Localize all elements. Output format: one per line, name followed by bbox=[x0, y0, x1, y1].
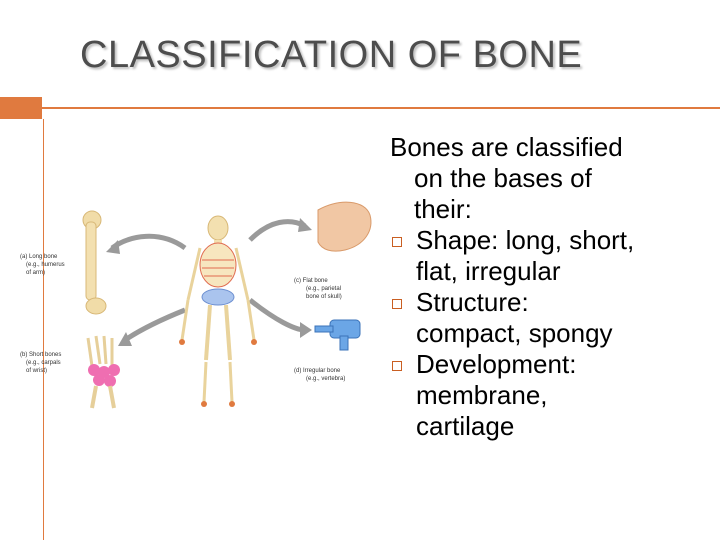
label-short-example1: (e.g., carpals bbox=[26, 360, 61, 366]
flat-bone-icon bbox=[317, 201, 372, 252]
skeleton-icon bbox=[179, 215, 257, 407]
bullet-structure: Structure: compact, spongy bbox=[390, 287, 710, 349]
intro-line-3: their: bbox=[414, 194, 472, 224]
label-long-bone: (a) Long bone bbox=[20, 254, 58, 260]
bullet-term-development: Development: bbox=[416, 349, 577, 379]
title-accent-block bbox=[0, 97, 42, 119]
arrow-head-irregular bbox=[300, 322, 312, 338]
long-bone-icon bbox=[82, 210, 107, 315]
arrow-head-long bbox=[106, 240, 120, 254]
arrow-to-flat-bone bbox=[248, 219, 307, 242]
arrow-to-long-bone bbox=[110, 233, 187, 251]
short-bones-icon bbox=[86, 335, 120, 409]
intro-text: Bones are classified on the bases of the… bbox=[390, 132, 710, 225]
bullet-rest-shape-1: long, short, bbox=[498, 225, 635, 255]
intro-line-2: on the bases of bbox=[414, 163, 592, 193]
bullet-term-shape: Shape: bbox=[416, 225, 499, 255]
label-flat-example1: (e.g., parietal bbox=[306, 286, 341, 292]
arrow-to-short-bone bbox=[123, 307, 186, 343]
bullet-development: Development: membrane, cartilage bbox=[390, 349, 710, 442]
label-short-example2: of wrist) bbox=[26, 368, 47, 374]
label-short-bones: (b) Short bones bbox=[20, 352, 61, 358]
bullet-list: Bones are classified on the bases of the… bbox=[390, 132, 710, 442]
label-long-example2: of arm) bbox=[26, 270, 45, 276]
intro-line-1: Bones are classified bbox=[390, 132, 623, 162]
label-flat-bone: (c) Flat bone bbox=[294, 278, 328, 284]
hollow-square-icon bbox=[392, 237, 402, 247]
bullet-rest-shape-2: flat, irregular bbox=[416, 256, 561, 286]
arrow-head-flat bbox=[298, 218, 312, 232]
label-irregular-example: (e.g., vertebra) bbox=[306, 376, 345, 382]
bullet-rest-development-1: membrane, bbox=[416, 380, 548, 410]
label-flat-example2: bone of skull) bbox=[306, 294, 342, 300]
bullet-rest-structure: compact, spongy bbox=[416, 318, 613, 348]
bullet-rest-development-2: cartilage bbox=[416, 411, 515, 441]
bullet-shape: Shape: long, short, flat, irregular bbox=[390, 225, 710, 287]
bone-classification-figure: (a) Long bone (e.g., humerus of arm) (b)… bbox=[20, 201, 372, 409]
irregular-bone-icon bbox=[314, 319, 361, 351]
arrow-head-short bbox=[118, 332, 132, 346]
title-divider bbox=[42, 107, 720, 109]
slide-title: CLASSIFICATION OF BONE bbox=[80, 34, 583, 76]
arrow-to-irregular-bone bbox=[248, 298, 306, 333]
label-long-example1: (e.g., humerus bbox=[26, 262, 65, 268]
left-margin-line bbox=[43, 119, 44, 540]
bullet-term-structure: Structure: bbox=[416, 287, 529, 317]
hollow-square-icon bbox=[392, 361, 402, 371]
label-irregular-bone: (d) Irregular bone bbox=[294, 368, 341, 374]
hollow-square-icon bbox=[392, 299, 402, 309]
